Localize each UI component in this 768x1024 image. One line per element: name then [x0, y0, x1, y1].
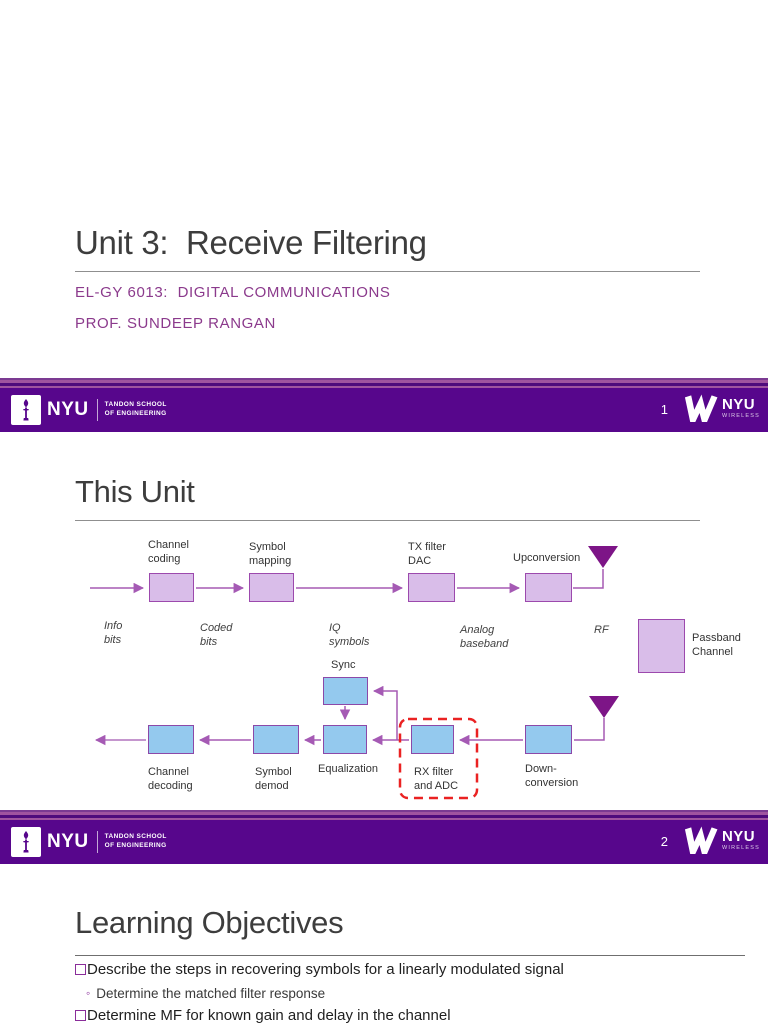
- nyu-tandon-logo: NYU TANDON SCHOOL OF ENGINEERING: [11, 395, 167, 425]
- footer-stripe: [0, 378, 768, 380]
- label-channel-coding: Channel coding: [148, 539, 189, 566]
- label-tx-filter-dac: TX filter DAC: [408, 541, 446, 568]
- school-name: TANDON SCHOOL OF ENGINEERING: [105, 401, 167, 419]
- label-down-conversion: Down- conversion: [525, 763, 579, 790]
- footer-stripe: [0, 380, 768, 383]
- nyu-torch-icon: [11, 395, 41, 425]
- tx-antenna-icon: [588, 546, 618, 568]
- sub-bullet-item: ◦ Determine the matched filter response: [86, 986, 325, 1001]
- page-number: 1: [660, 402, 668, 417]
- label-symbol-demod: Symbol demod: [255, 766, 292, 793]
- nyu-torch-icon: [11, 827, 41, 857]
- footer-stripe: [0, 383, 768, 386]
- label-channel-decoding: Channel decoding: [148, 766, 193, 793]
- wireless-w-icon: [684, 394, 718, 422]
- course-code: EL-GY 6013: DIGITAL COMMUNICATIONS: [75, 284, 391, 301]
- block-tx-filter-dac: [408, 573, 455, 602]
- block-rx-filter-adc: [411, 725, 454, 754]
- block-symbol-mapping: [249, 573, 294, 602]
- title-underline: [75, 955, 745, 956]
- footer-stripe: [0, 386, 768, 388]
- footer-stripe: [0, 812, 768, 815]
- bullet-item: Describe the steps in recovering symbols…: [75, 961, 564, 978]
- slide-title: This Unit: [75, 474, 195, 509]
- block-symbol-demod: [253, 725, 299, 754]
- bullet-text: Determine MF for known gain and delay in…: [87, 1007, 451, 1024]
- school-name: TANDON SCHOOL OF ENGINEERING: [105, 833, 167, 851]
- nyu-logo-text: NYU: [47, 399, 89, 420]
- footer-bar: NYU TANDON SCHOOL OF ENGINEERING 2 NYU W…: [0, 820, 768, 864]
- wireless-nyu-text: NYU: [721, 395, 756, 413]
- block-down-conversion: [525, 725, 572, 754]
- block-sync: [323, 677, 368, 705]
- bullet-text: Describe the steps in recovering symbols…: [87, 961, 564, 978]
- bullet-square-icon: [75, 1010, 86, 1021]
- sub-bullet-text: Determine the matched filter response: [96, 986, 326, 1001]
- nyu-wireless-logo: NYU WIRELESS: [683, 394, 760, 422]
- label-passband-channel: Passband Channel: [692, 632, 741, 659]
- wireless-sub-text: WIRELESS: [721, 412, 760, 419]
- school-line1: TANDON SCHOOL: [104, 833, 167, 841]
- title-underline: [75, 271, 700, 272]
- rx-antenna-icon: [589, 696, 619, 718]
- title-underline: [75, 520, 700, 521]
- wireless-sub-text: WIRELESS: [721, 844, 760, 851]
- slide-footer: NYU TANDON SCHOOL OF ENGINEERING 2 NYU W…: [0, 810, 768, 864]
- footer-stripe: [0, 810, 768, 812]
- rx-filter-highlight-box: [398, 717, 479, 800]
- block-channel-coding: [149, 573, 194, 602]
- block-upconversion: [525, 573, 572, 602]
- label-info-bits: Info bits: [104, 620, 123, 647]
- nyu-tandon-logo: NYU TANDON SCHOOL OF ENGINEERING: [11, 827, 167, 857]
- unit-title: Unit 3: Receive Filtering: [75, 224, 427, 261]
- school-line2: OF ENGINEERING: [104, 410, 167, 417]
- footer-stripe: [0, 818, 768, 820]
- sub-bullet-icon: ◦: [86, 986, 91, 1000]
- label-coded-bits: Coded bits: [200, 622, 233, 649]
- wireless-nyu-text: NYU: [721, 827, 756, 845]
- bullet-item: Determine MF for known gain and delay in…: [75, 1007, 451, 1024]
- label-iq-symbols: IQ symbols: [329, 622, 370, 649]
- slide-footer: NYU TANDON SCHOOL OF ENGINEERING 1 NYU W…: [0, 378, 768, 432]
- label-equalization: Equalization: [318, 763, 378, 775]
- label-rf: RF: [594, 624, 609, 636]
- this-unit-slide: This Unit: [0, 432, 768, 864]
- wireless-w-icon: [684, 826, 718, 854]
- label-symbol-mapping: Symbol mapping: [249, 541, 292, 568]
- label-upconversion: Upconversion: [513, 552, 581, 564]
- nyu-logo-text: NYU: [47, 831, 89, 852]
- page-number: 2: [660, 834, 668, 849]
- label-analog-baseband: Analog baseband: [460, 624, 509, 651]
- block-channel-decoding: [148, 725, 194, 754]
- label-sync: Sync: [331, 659, 356, 671]
- learning-objectives-slide: Learning Objectives Describe the steps i…: [0, 864, 768, 1024]
- professor-name: PROF. SUNDEEP RANGAN: [75, 315, 276, 332]
- block-equalization: [323, 725, 367, 754]
- title-slide: Unit 3: Receive Filtering EL-GY 6013: DI…: [0, 0, 768, 432]
- nyu-wireless-logo: NYU WIRELESS: [683, 826, 760, 854]
- school-line1: TANDON SCHOOL: [104, 401, 167, 409]
- logo-divider: [96, 399, 98, 421]
- footer-stripe: [0, 815, 768, 818]
- block-diagram-connectors: [90, 546, 619, 800]
- footer-bar: NYU TANDON SCHOOL OF ENGINEERING 1 NYU W…: [0, 388, 768, 432]
- block-passband-channel: [638, 619, 685, 673]
- logo-divider: [96, 831, 98, 853]
- school-line2: OF ENGINEERING: [104, 842, 167, 849]
- slide-title: Learning Objectives: [75, 905, 344, 940]
- bullet-square-icon: [75, 964, 86, 975]
- label-rx-filter-adc: RX filter and ADC: [414, 766, 459, 793]
